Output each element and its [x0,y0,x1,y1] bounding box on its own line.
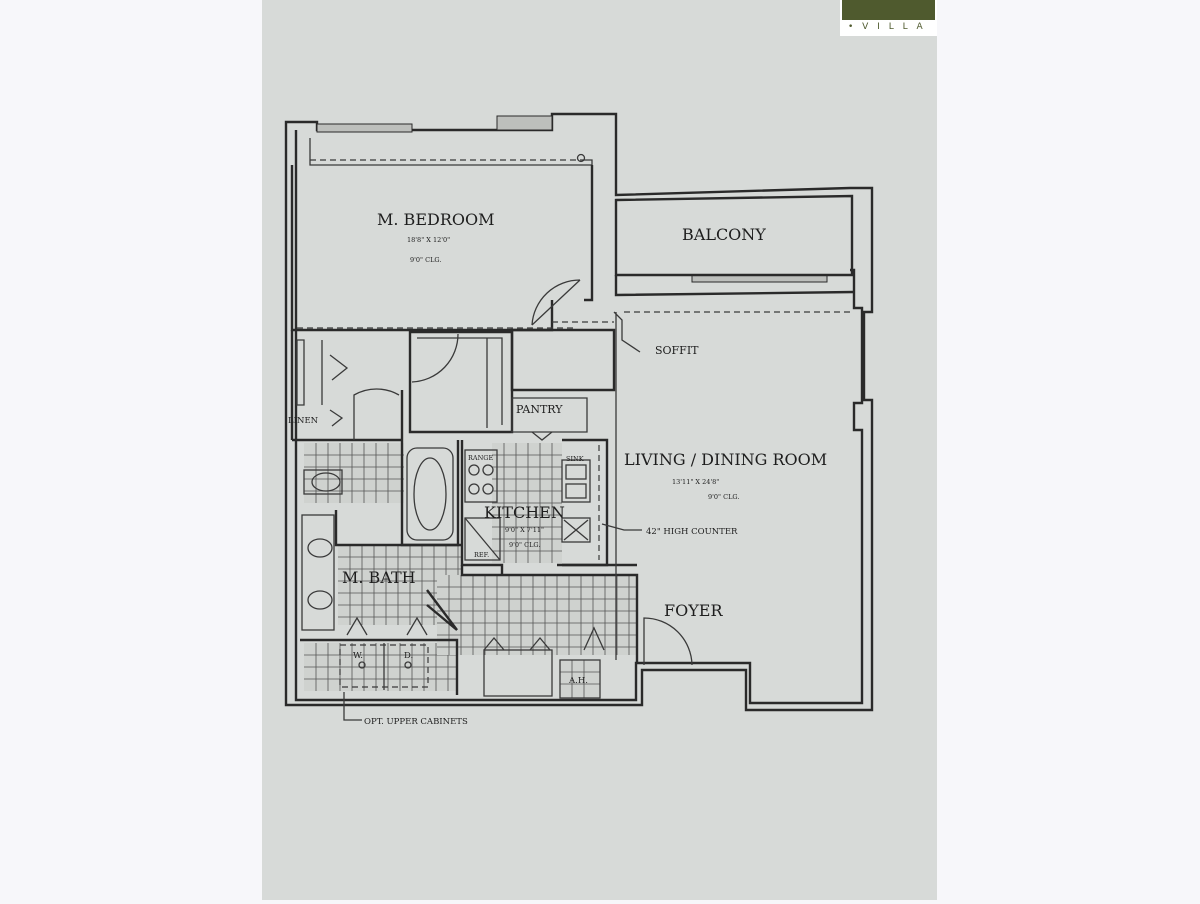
bedroom-dims: 18'8" X 12'0" [407,236,450,244]
range-label: RANGE [468,454,493,462]
linen-name: LINEN [288,416,319,426]
kitchen-tile-grid [437,443,637,698]
brand-logo: • V I L L A [840,0,937,36]
soffit-callout: SOFFIT [655,344,699,357]
high-counter-callout: 42" HIGH COUNTER [646,527,738,537]
upper-cabinets-callout: OPT. UPPER CABINETS [364,717,468,727]
washer-label: W. [353,651,363,661]
foyer-name: FOYER [664,601,723,620]
bedroom-ceiling: 9'0" CLG. [410,256,441,264]
logo-mark [842,0,935,20]
kitchen-dims: 9'0" X 7'11" [505,526,544,534]
dryer-label: D. [404,651,413,661]
floor-plan-drawing [284,112,874,721]
air-handler-label: A.H. [568,676,588,686]
kitchen-name: KITCHEN [484,503,565,522]
logo-wordmark: • V I L L A [848,22,926,32]
plan-labels: M. BEDROOM 18'8" X 12'0" 9'0" CLG. BALCO… [288,210,827,727]
kitchen-ceiling: 9'0" CLG. [509,541,540,549]
balcony-name: BALCONY [682,225,766,244]
pantry-name: PANTRY [516,403,563,416]
living-name: LIVING / DINING ROOM [624,450,827,469]
sink-label: SINK [566,455,584,463]
floor-plan-sheet: M. BEDROOM 18'8" X 12'0" 9'0" CLG. BALCO… [262,0,937,900]
bath-name: M. BATH [342,568,416,587]
bedroom-name: M. BEDROOM [377,210,494,229]
refrigerator-label: REF. [474,551,489,559]
living-ceiling: 9'0" CLG. [708,493,739,501]
living-dims: 13'11" X 24'8" [672,478,719,486]
